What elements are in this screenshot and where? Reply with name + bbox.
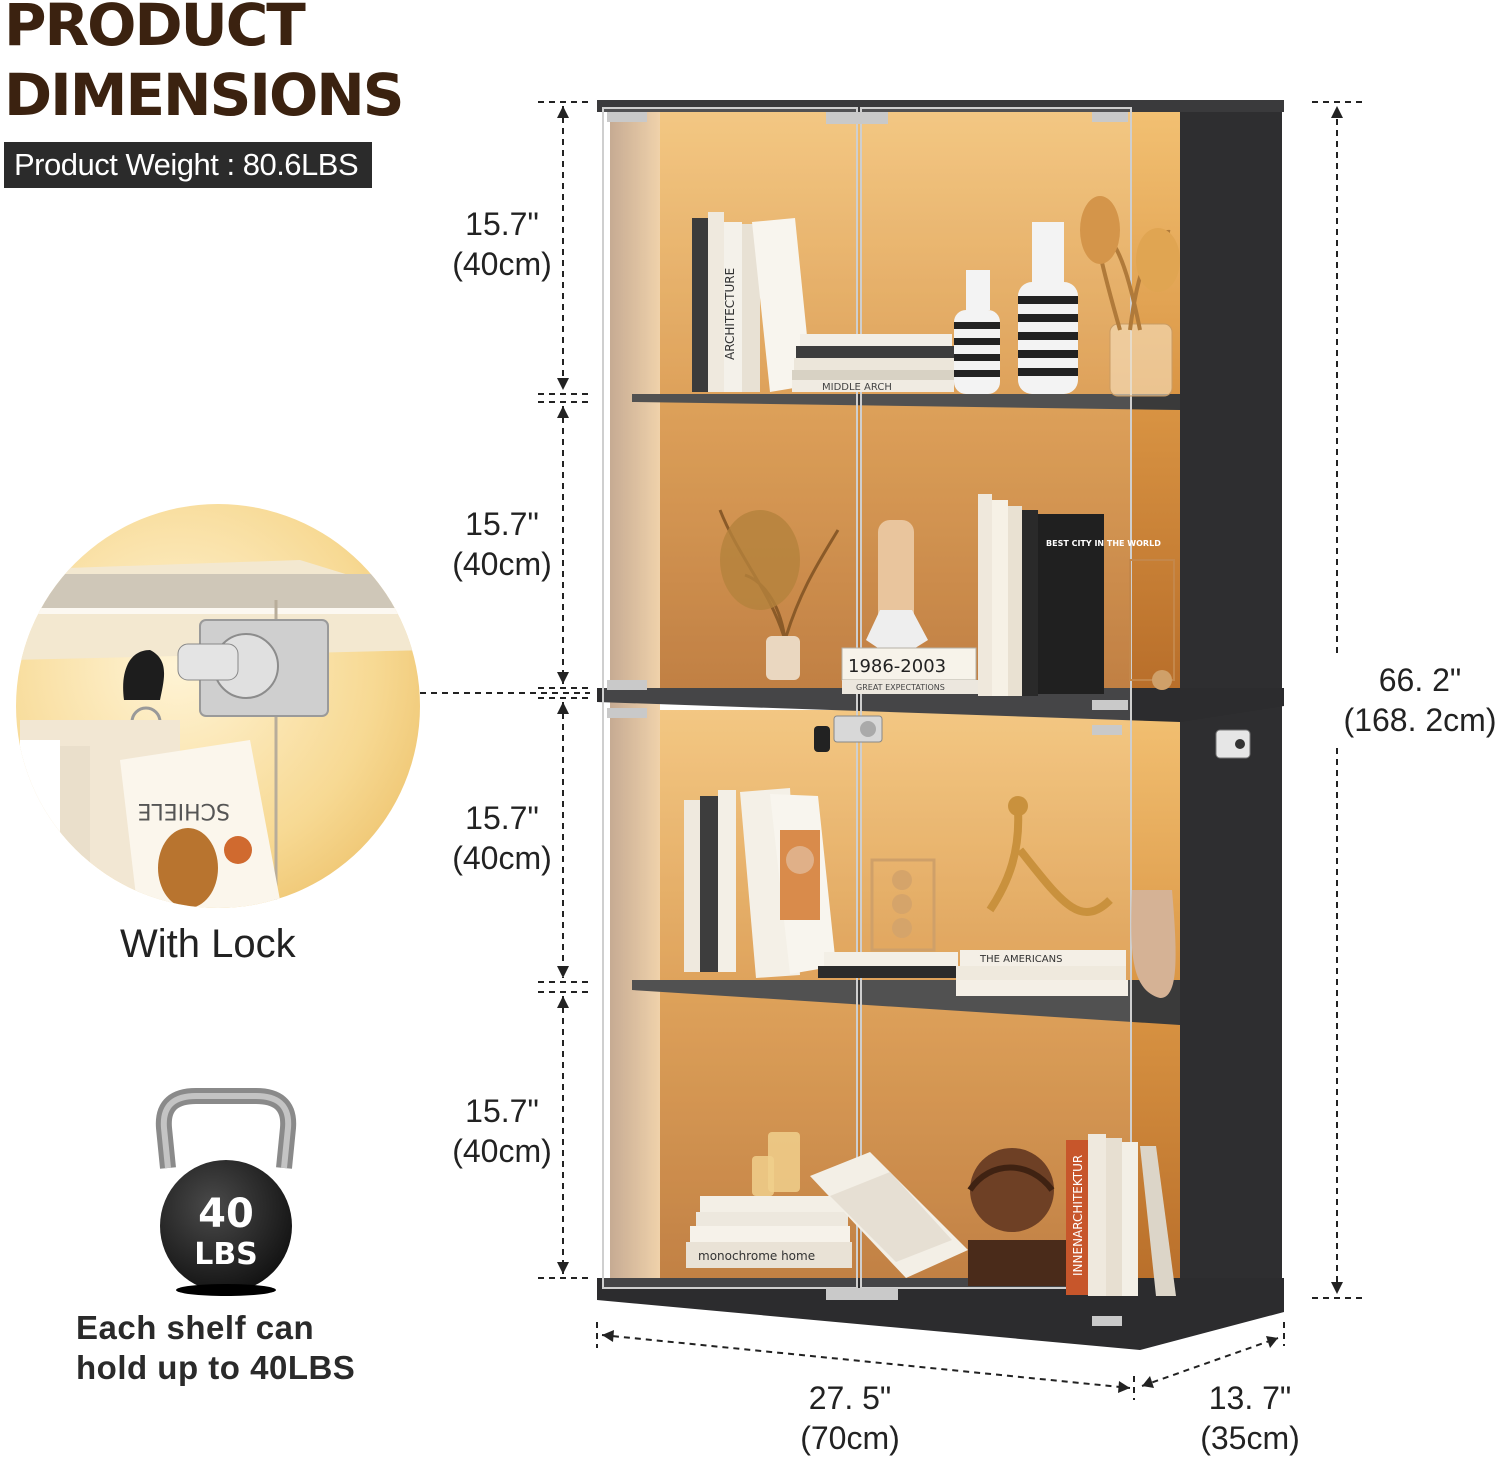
lock-caption: With Lock <box>120 922 296 966</box>
kettlebell-weight-value: 40 <box>198 1191 254 1237</box>
shelf-2-height-cm: (40cm) <box>452 546 552 582</box>
cabinet-depth: 13. 7" (35cm) <box>1180 1378 1320 1458</box>
expectations-book: GREAT EXPECTATIONS <box>856 683 945 692</box>
right-glass-door <box>860 107 1132 1289</box>
shelf-1-height: 15.7" (40cm) <box>440 204 564 284</box>
shelf-capacity-line-1: Each shelf can <box>76 1309 315 1346</box>
shelf-4-height-cm: (40cm) <box>452 1133 552 1169</box>
innenarchitektur-spine: INNENARCHITEKTUR <box>1071 1155 1085 1276</box>
cabinet-width: 27. 5" (70cm) <box>780 1378 920 1458</box>
width-inch: 27. 5" <box>808 1380 892 1416</box>
shelf-capacity-line-2: hold up to 40LBS <box>76 1349 356 1386</box>
display-cabinet: ARCHITECTURE MIDDLE ARCH <box>597 100 1284 1350</box>
middle-divider <box>597 688 1284 722</box>
total-height-cm: (168. 2cm) <box>1343 702 1497 738</box>
shelf-4-items: monochrome home INNENARCHITEKTUR <box>686 1132 1176 1296</box>
shelf-3-height-cm: (40cm) <box>452 840 552 876</box>
shelf-2-height: 15.7" (40cm) <box>440 504 564 584</box>
product-weight-badge: Product Weight : 80.6LBS <box>4 142 373 188</box>
shelf-4-height: 15.7" (40cm) <box>440 1091 564 1171</box>
depth-inch: 13. 7" <box>1208 1380 1292 1416</box>
dimension-arrowheads <box>557 106 1343 1393</box>
shelf-1-vases <box>954 196 1180 397</box>
shelf-1-height-cm: (40cm) <box>452 246 552 282</box>
total-height: 66. 2" (168. 2cm) <box>1340 660 1500 740</box>
dates-book: 1986-2003 <box>848 656 946 677</box>
side-lock-icon <box>1215 729 1251 759</box>
total-height-inch: 66. 2" <box>1378 662 1462 698</box>
shelf-4-height-inch: 15.7" <box>465 1093 539 1129</box>
shelf-1 <box>632 394 1180 410</box>
width-cm: (70cm) <box>800 1420 900 1456</box>
americans-book: THE AMERICANS <box>979 954 1062 965</box>
shelf-3-items: THE AMERICANS <box>684 788 1176 998</box>
architecture-spine: ARCHITECTURE <box>723 268 737 360</box>
key-icon <box>123 650 165 700</box>
depth-cm: (35cm) <box>1200 1420 1300 1456</box>
shelf-3-height: 15.7" (40cm) <box>440 798 564 878</box>
title-line-2: DIMENSIONS <box>4 61 405 129</box>
kettlebell-weight-unit: LBS <box>194 1237 258 1272</box>
middle-arch-book: MIDDLE ARCH <box>822 382 892 393</box>
monochrome-book: monochrome home <box>698 1249 815 1263</box>
shelf-1-height-inch: 15.7" <box>465 206 539 242</box>
title-line-1: PRODUCT <box>4 0 306 59</box>
shelf-2-items: 1986-2003 GREAT EXPECTATIONS BEST CITY I… <box>718 494 1175 696</box>
best-city-book: BEST CITY IN THE WORLD <box>1046 539 1161 548</box>
shelf-3-height-inch: 15.7" <box>465 800 539 836</box>
shelf-capacity-note: Each shelf can hold up to 40LBS <box>76 1308 355 1388</box>
schiele-book: SCHIELE <box>138 798 230 823</box>
lock-detail-circle: SCHIELE <box>16 504 420 908</box>
shelf-1-books: ARCHITECTURE MIDDLE ARCH <box>692 212 954 393</box>
shelf-2-height-inch: 15.7" <box>465 506 539 542</box>
kettlebell-icon: 40 LBS <box>155 1088 297 1296</box>
dimension-lines <box>420 101 1362 1400</box>
